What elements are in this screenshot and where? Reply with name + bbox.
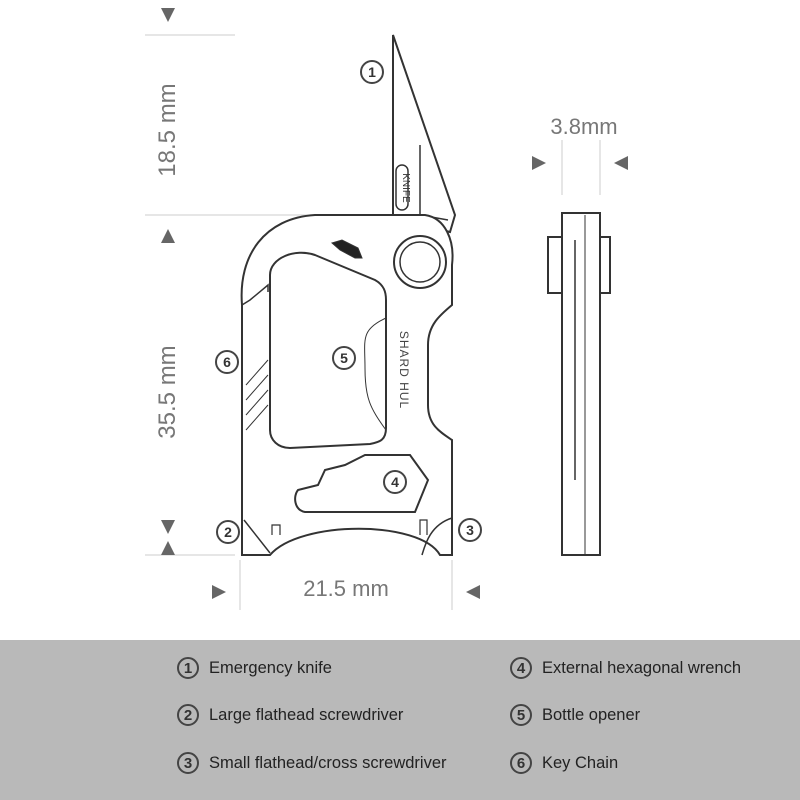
svg-text:4: 4 [391,474,399,490]
body-height-label: 35.5 mm [154,345,181,438]
svg-text:6: 6 [223,354,231,370]
tool-body [240,214,454,556]
number-badge: 6 [510,752,532,774]
legend-label: External hexagonal wrench [542,658,742,677]
legend-label: Key Chain [542,753,619,772]
number-badge: 3 [177,752,199,774]
knife-blade [392,34,457,234]
side-view [547,212,611,556]
callout-3: 3 [458,518,482,542]
svg-text:3: 3 [466,522,474,538]
callout-6: 6 [215,350,239,374]
legend-item: 6 Key Chain [510,752,618,774]
number-badge: 5 [510,704,532,726]
tool-diagram: 18.5 mm 35.5 mm 21.5 mm 3.8mm KNIFE SHAR… [145,8,628,610]
legend-item: 2 Large flathead screwdriver [177,704,403,726]
width-label: 21.5 mm [303,576,389,601]
svg-text:2: 2 [224,524,232,540]
legend-item: 3 Small flathead/cross screwdriver [177,752,447,774]
legend-label: Emergency knife [209,658,332,677]
brand-engraving: SHARD HUL [397,331,411,409]
legend-label: Bottle opener [542,705,641,724]
svg-text:5: 5 [340,350,348,366]
legend-item: 4 External hexagonal wrench [510,657,741,679]
knife-engraving: KNIFE [400,173,411,203]
callouts: 1 2 3 4 5 6 [215,60,482,544]
callout-5: 5 [332,346,356,370]
legend-label: Small flathead/cross screwdriver [209,753,447,772]
legend-label: Large flathead screwdriver [209,705,404,724]
thickness-label: 3.8mm [550,114,617,139]
legend-item: 5 Bottle opener [510,704,640,726]
svg-text:1: 1 [368,64,376,80]
number-badge: 1 [177,657,199,679]
knife-height-label: 18.5 mm [154,83,181,176]
callout-1: 1 [360,60,384,84]
number-badge: 2 [177,704,199,726]
callout-4: 4 [383,470,407,494]
legend-panel: 1 Emergency knife 2 Large flathead screwdr… [0,640,800,800]
legend-item: 1 Emergency knife [177,657,332,679]
number-badge: 4 [510,657,532,679]
callout-2: 2 [216,520,240,544]
dimension-arrows [161,8,628,599]
